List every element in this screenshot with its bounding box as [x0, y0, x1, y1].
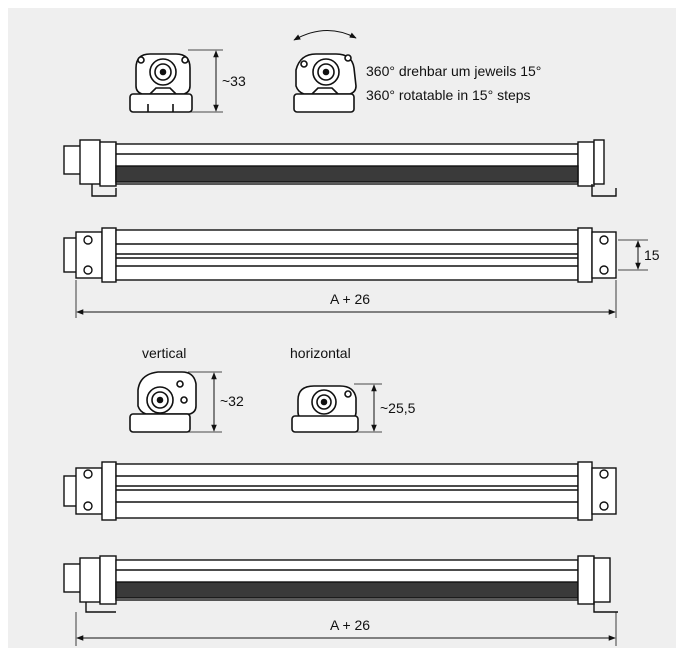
connector-vertical-view [129, 371, 197, 433]
label-vertical: vertical [142, 345, 186, 361]
dimension-height-top [188, 49, 223, 113]
dimension-length-2 [75, 612, 617, 646]
height-label-horizontal: ~25,5 [380, 400, 416, 416]
connector-horizontal-view [291, 385, 359, 433]
technical-drawing: ~33 360° drehbar um jeweils 15° 360° rot… [63, 29, 660, 646]
rotation-arrow [293, 29, 357, 41]
luminaire-top-view-1 [63, 227, 617, 283]
length-label-1: A + 26 [330, 291, 370, 307]
dimension-height-vertical [188, 371, 222, 433]
dimension-height-horizontal [354, 383, 382, 433]
dimension-length-1 [75, 280, 617, 318]
length-label-2: A + 26 [330, 617, 370, 633]
width-label-15: 15 [644, 247, 660, 263]
luminaire-top-view-2 [63, 461, 617, 521]
drawing-panel: ~33 360° drehbar um jeweils 15° 360° rot… [8, 8, 676, 648]
connector-rotated-view [293, 53, 357, 113]
rotation-text-en: 360° rotatable in 15° steps [366, 87, 531, 103]
connector-end-view-top [129, 53, 193, 113]
label-horizontal: horizontal [290, 345, 351, 361]
luminaire-side-view-1 [63, 139, 617, 197]
luminaire-side-view-2 [63, 555, 618, 613]
height-label-top: ~33 [222, 73, 246, 89]
height-label-vertical: ~32 [220, 393, 244, 409]
dimension-width-15 [618, 239, 648, 271]
rotation-text-de: 360° drehbar um jeweils 15° [366, 63, 541, 79]
